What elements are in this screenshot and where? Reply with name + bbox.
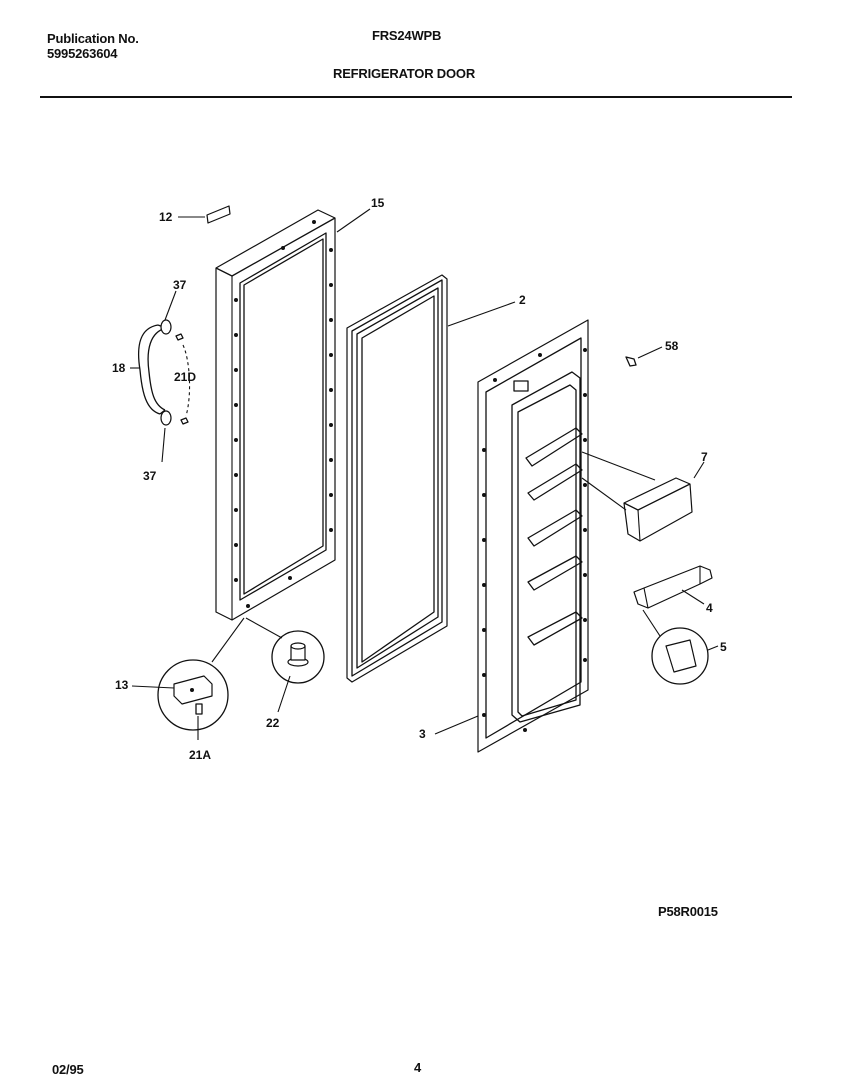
label-part-13: 13 xyxy=(115,678,129,692)
label-part-3: 3 xyxy=(419,727,426,741)
figure-code: P58R0015 xyxy=(658,904,718,919)
part-2-gasket xyxy=(346,274,448,683)
label-part-18: 18 xyxy=(112,361,126,375)
label-part-37-bottom: 37 xyxy=(143,469,157,483)
part-5-detail xyxy=(642,609,709,685)
publication-label: Publication No. xyxy=(47,31,139,46)
label-part-37-top: 37 xyxy=(173,278,187,292)
part-58-screw xyxy=(625,356,637,367)
part-22-bushing-detail xyxy=(245,617,325,684)
label-part-21d: 21D xyxy=(174,370,196,384)
part-4-retainer-bar xyxy=(633,565,713,609)
label-part-5: 5 xyxy=(720,640,727,654)
label-part-7: 7 xyxy=(701,450,708,464)
part-13-hinge-detail xyxy=(157,617,245,731)
page-number: 4 xyxy=(414,1060,422,1075)
section-title: REFRIGERATOR DOOR xyxy=(333,66,476,81)
model-number: FRS24WPB xyxy=(372,28,442,43)
label-part-2: 2 xyxy=(519,293,526,307)
label-part-15: 15 xyxy=(371,196,385,210)
label-part-12: 12 xyxy=(159,210,173,224)
header-divider xyxy=(40,96,792,98)
publication-number: 5995263604 xyxy=(47,46,118,61)
part-3-door-liner xyxy=(477,319,589,753)
label-part-21a: 21A xyxy=(189,748,211,762)
label-part-4: 4 xyxy=(706,601,713,615)
label-part-22: 22 xyxy=(266,716,280,730)
part-7-shelf-bin xyxy=(581,451,693,542)
footer-date: 02/95 xyxy=(52,1062,84,1077)
part-12-tag xyxy=(206,205,231,224)
part-18-handle xyxy=(137,319,191,426)
label-part-58: 58 xyxy=(665,339,679,353)
part-15-outer-door xyxy=(215,209,336,621)
